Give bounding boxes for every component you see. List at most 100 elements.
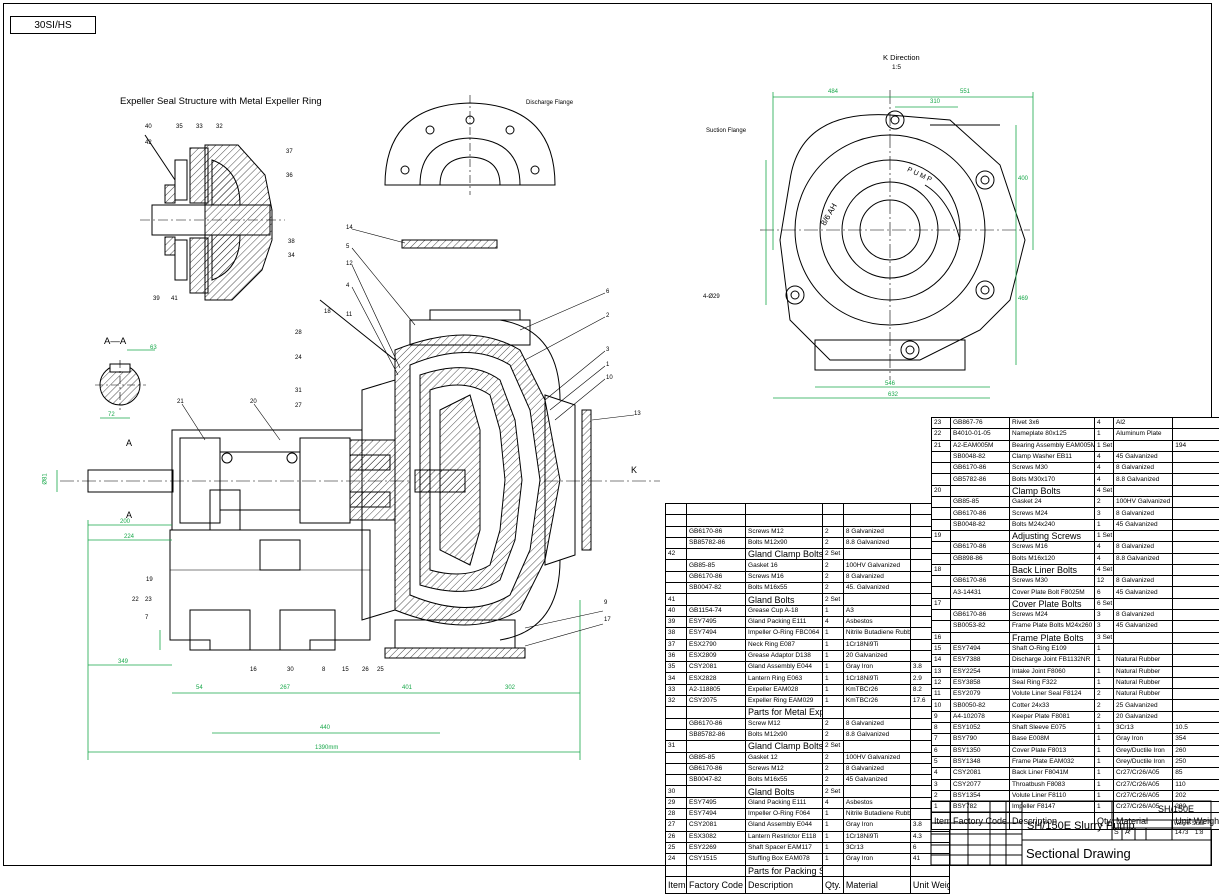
- table-cell: Expeller Ring EAM029: [746, 696, 823, 707]
- table-cell: 20 Galvanized: [843, 650, 910, 661]
- table-cell: 1: [1095, 779, 1114, 790]
- table-cell: Gland Assembly E044: [746, 662, 823, 673]
- balloon-12: 12: [346, 261, 353, 267]
- table-cell: [1173, 474, 1219, 485]
- table-cell: [1173, 711, 1219, 722]
- table-cell: CSY1515: [687, 854, 746, 865]
- section-a-a-title: A—A: [104, 336, 126, 347]
- balloon-27: 27: [295, 403, 302, 409]
- table-cell: 41: [910, 854, 949, 865]
- table-cell: [666, 571, 687, 582]
- table-header-cell: Description: [746, 876, 823, 893]
- table-cell: 2 Set: [823, 549, 844, 560]
- table-cell: [932, 587, 951, 598]
- table-cell: ESY7495: [687, 616, 746, 627]
- table-cell: [666, 707, 687, 718]
- title-weight-label: Weight: [1174, 821, 1189, 827]
- table-cell: GB6170-86: [687, 763, 746, 774]
- table-cell: 8.8 Galvanized: [843, 729, 910, 740]
- table-cell: GB867-76: [951, 418, 1010, 429]
- table-cell: 8: [932, 723, 951, 734]
- k-direction-title: K Direction: [883, 53, 920, 62]
- table-cell: 354: [1173, 734, 1219, 745]
- title-model: SH/150E: [1158, 804, 1194, 814]
- table-cell: 21: [932, 440, 951, 451]
- table-cell: [951, 598, 1010, 609]
- main-sectional-view: [60, 300, 660, 658]
- holes-label: 4-Ø29: [703, 294, 720, 300]
- table-cell: [1173, 655, 1219, 666]
- table-cell: [843, 515, 910, 526]
- balloon-37: 37: [286, 149, 293, 155]
- table-header-cell: Material: [843, 876, 910, 893]
- table-cell: 28: [666, 809, 687, 820]
- table-cell: KmTBCr26: [843, 696, 910, 707]
- table-cell: A3-14431: [951, 587, 1010, 598]
- table-cell: [666, 515, 687, 526]
- table-cell: 25: [666, 842, 687, 853]
- table-cell: 2: [823, 775, 844, 786]
- table-cell: 40: [666, 605, 687, 616]
- table-cell: Shaft O-Ring E109: [1010, 643, 1095, 654]
- table-cell: 4 Set: [1095, 564, 1114, 575]
- table-cell: [666, 752, 687, 763]
- table-cell: Nameplate 80x125: [1010, 429, 1095, 440]
- table-cell: 16: [932, 632, 951, 643]
- table-cell: A2-EAM005M: [951, 440, 1010, 451]
- table-cell: [1173, 564, 1219, 575]
- table-cell: [1173, 677, 1219, 688]
- table-cell: Keeper Plate F8081: [1010, 711, 1095, 722]
- table-cell: 1: [1095, 429, 1114, 440]
- table-cell: Intake Joint F8060: [1010, 666, 1095, 677]
- table-cell: 1Cr18Ni9Ti: [843, 673, 910, 684]
- table-cell: 10.5: [1173, 723, 1219, 734]
- table-cell: Rivet 3x6: [1010, 418, 1095, 429]
- balloon-41: 41: [171, 296, 178, 302]
- table-cell: ESY3858: [951, 677, 1010, 688]
- table-cell: BSY790: [951, 734, 1010, 745]
- table-cell: 3Cr13: [843, 842, 910, 853]
- table-cell: 12: [932, 677, 951, 688]
- table-cell: [843, 549, 910, 560]
- table-cell: [823, 707, 844, 718]
- table-cell: 1 Set: [1095, 530, 1114, 541]
- table-cell: [932, 508, 951, 519]
- table-row: Parts for Metal Expeller Seal: [666, 707, 950, 718]
- table-cell: CSY2081: [687, 820, 746, 831]
- table-cell: Cr27/Cr26/A05: [1114, 779, 1173, 790]
- table-cell: 1: [823, 696, 844, 707]
- table-cell: A2-118805: [687, 684, 746, 695]
- table-cell: 4 Set: [1095, 485, 1114, 496]
- table-cell: 45. Galvanized: [843, 583, 910, 594]
- table-cell: 2: [1095, 711, 1114, 722]
- balloon-13: 13: [634, 411, 641, 417]
- table-cell: 8 Galvanized: [1114, 542, 1173, 553]
- table-cell: 2: [1095, 497, 1114, 508]
- table-cell: [1114, 564, 1173, 575]
- table-cell: GB6170-86: [687, 718, 746, 729]
- table-cell: 34: [666, 673, 687, 684]
- table-cell: Frame Plate Bolts M24x260: [1010, 621, 1095, 632]
- table-cell: 1: [1095, 768, 1114, 779]
- dim-632: 632: [888, 392, 898, 398]
- table-cell: 1: [823, 820, 844, 831]
- section-a-a: [95, 360, 146, 410]
- table-cell: 2: [823, 718, 844, 729]
- balloon-8: 8: [322, 667, 325, 673]
- table-cell: Gland Assembly E044: [746, 820, 823, 831]
